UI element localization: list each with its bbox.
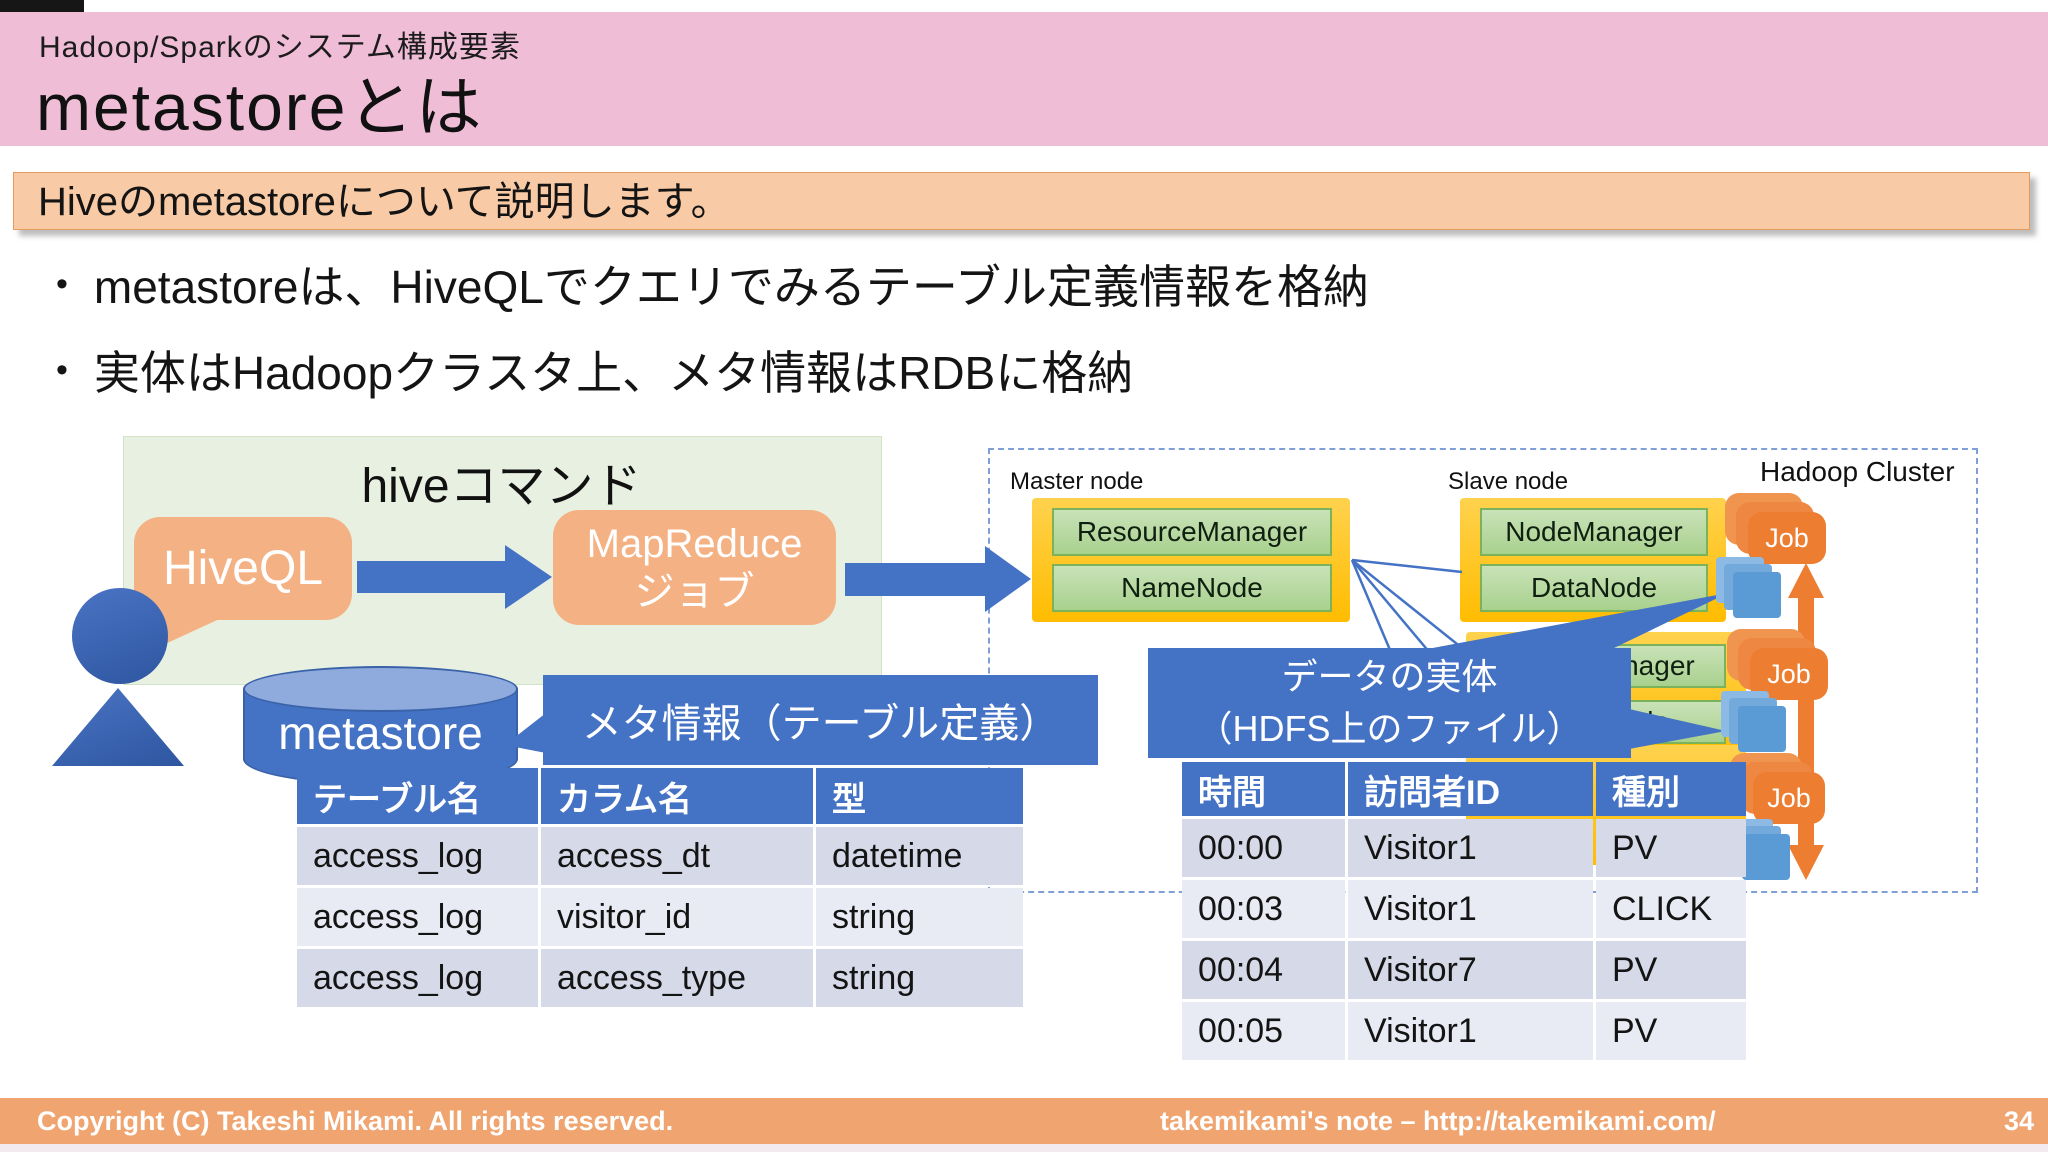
table-cell: access_dt	[541, 827, 813, 885]
footer-copyright: Copyright (C) Takeshi Mikami. All rights…	[37, 1106, 674, 1136]
table-cell: Visitor7	[1348, 941, 1593, 999]
table-cell: visitor_id	[541, 888, 813, 946]
hdfs-block-stack-icon	[1738, 706, 1786, 752]
hiveql-bubble: HiveQL	[134, 517, 352, 620]
data-entity-callout: データの実体 （HDFS上のファイル）	[1148, 648, 1631, 758]
table-cell: access_log	[297, 888, 538, 946]
mapreduce-line2: ジョブ	[634, 569, 755, 614]
table-cell: CLICK	[1596, 880, 1746, 938]
table-cell: 00:03	[1182, 880, 1345, 938]
data-entity-line2: （HDFS上のファイル）	[1196, 708, 1583, 749]
table-cell: access_log	[297, 949, 538, 1007]
job-icon: Job	[1753, 772, 1825, 824]
table-cell: string	[816, 888, 1023, 946]
bullet-item: • 実体はHadoopクラスタ上、メタ情報はRDBに格納	[56, 338, 1956, 402]
node-manager-box: NodeManager	[1480, 508, 1708, 556]
table-cell: string	[816, 949, 1023, 1007]
metastore-definition-table: テーブル名 カラム名 型 access_log access_dt dateti…	[297, 768, 1023, 1007]
name-node-box: NameNode	[1052, 564, 1332, 612]
job-icon: Job	[1750, 648, 1828, 700]
hdfs-block-stack-icon	[1742, 834, 1790, 880]
hdfs-block-stack-icon	[1733, 572, 1781, 618]
table-cell: PV	[1596, 819, 1746, 877]
bullet-dot: •	[56, 350, 68, 389]
bullet-text: metastoreは、HiveQLでクエリでみるテーブル定義情報を格納	[93, 261, 1370, 313]
access-log-data-table: 時間 訪問者ID 種別 00:00 Visitor1 PV 00:03 Visi…	[1182, 762, 1746, 1060]
table-cell: Visitor1	[1348, 819, 1593, 877]
metainfo-callout: メタ情報（テーブル定義）	[543, 675, 1098, 765]
top-left-black-bar	[0, 0, 84, 12]
column-header: 時間	[1182, 762, 1345, 816]
data-node-box: DataNode	[1480, 564, 1708, 612]
master-node-label: Master node	[1010, 468, 1144, 495]
footer-site-link: takemikami's note – http://takemikami.co…	[1160, 1106, 1716, 1136]
column-header: カラム名	[541, 768, 813, 824]
bullet-text: 実体はHadoopクラスタ上、メタ情報はRDBに格納	[93, 347, 1134, 399]
page-title: metastoreとは	[36, 70, 484, 144]
top-strip	[0, 0, 2048, 12]
table-cell: access_type	[541, 949, 813, 1007]
resource-manager-box: ResourceManager	[1052, 508, 1332, 556]
table-cell: 00:00	[1182, 819, 1345, 877]
mapreduce-job-bubble: MapReduce ジョブ	[553, 510, 836, 625]
table-cell: datetime	[816, 827, 1023, 885]
table-cell: Visitor1	[1348, 880, 1593, 938]
footer-bar	[0, 1098, 2048, 1144]
column-header: 種別	[1596, 762, 1746, 816]
hadoop-cluster-label: Hadoop Cluster	[1760, 456, 1955, 487]
bottom-strip	[0, 1144, 2048, 1152]
table-cell: access_log	[297, 827, 538, 885]
table-cell: 00:04	[1182, 941, 1345, 999]
table-cell: Visitor1	[1348, 1002, 1593, 1060]
mapreduce-line1: MapReduce	[586, 521, 803, 566]
metastore-label: metastore	[278, 707, 483, 759]
column-header: 訪問者ID	[1348, 762, 1593, 816]
person-icon-body	[52, 688, 184, 766]
job-icon: Job	[1748, 512, 1826, 564]
slide-header	[0, 12, 2048, 146]
table-cell: PV	[1596, 941, 1746, 999]
column-header: テーブル名	[297, 768, 538, 824]
bullet-dot: •	[56, 264, 68, 303]
metastore-cylinder-top	[243, 666, 518, 712]
table-cell: 00:05	[1182, 1002, 1345, 1060]
slave-node-label: Slave node	[1448, 468, 1569, 495]
header-kicker: Hadoop/Sparkのシステム構成要素	[39, 31, 521, 64]
page-number: 34	[2004, 1106, 2035, 1136]
bullet-item: • metastoreは、HiveQLでクエリでみるテーブル定義情報を格納	[56, 252, 1956, 316]
column-header: 型	[816, 768, 1023, 824]
person-icon	[72, 588, 168, 684]
table-cell: PV	[1596, 1002, 1746, 1060]
data-entity-line1: データの実体	[1281, 655, 1498, 697]
lead-banner: Hiveのmetastoreについて説明します。	[13, 172, 2030, 230]
hive-command-title: hiveコマンド	[361, 460, 642, 513]
